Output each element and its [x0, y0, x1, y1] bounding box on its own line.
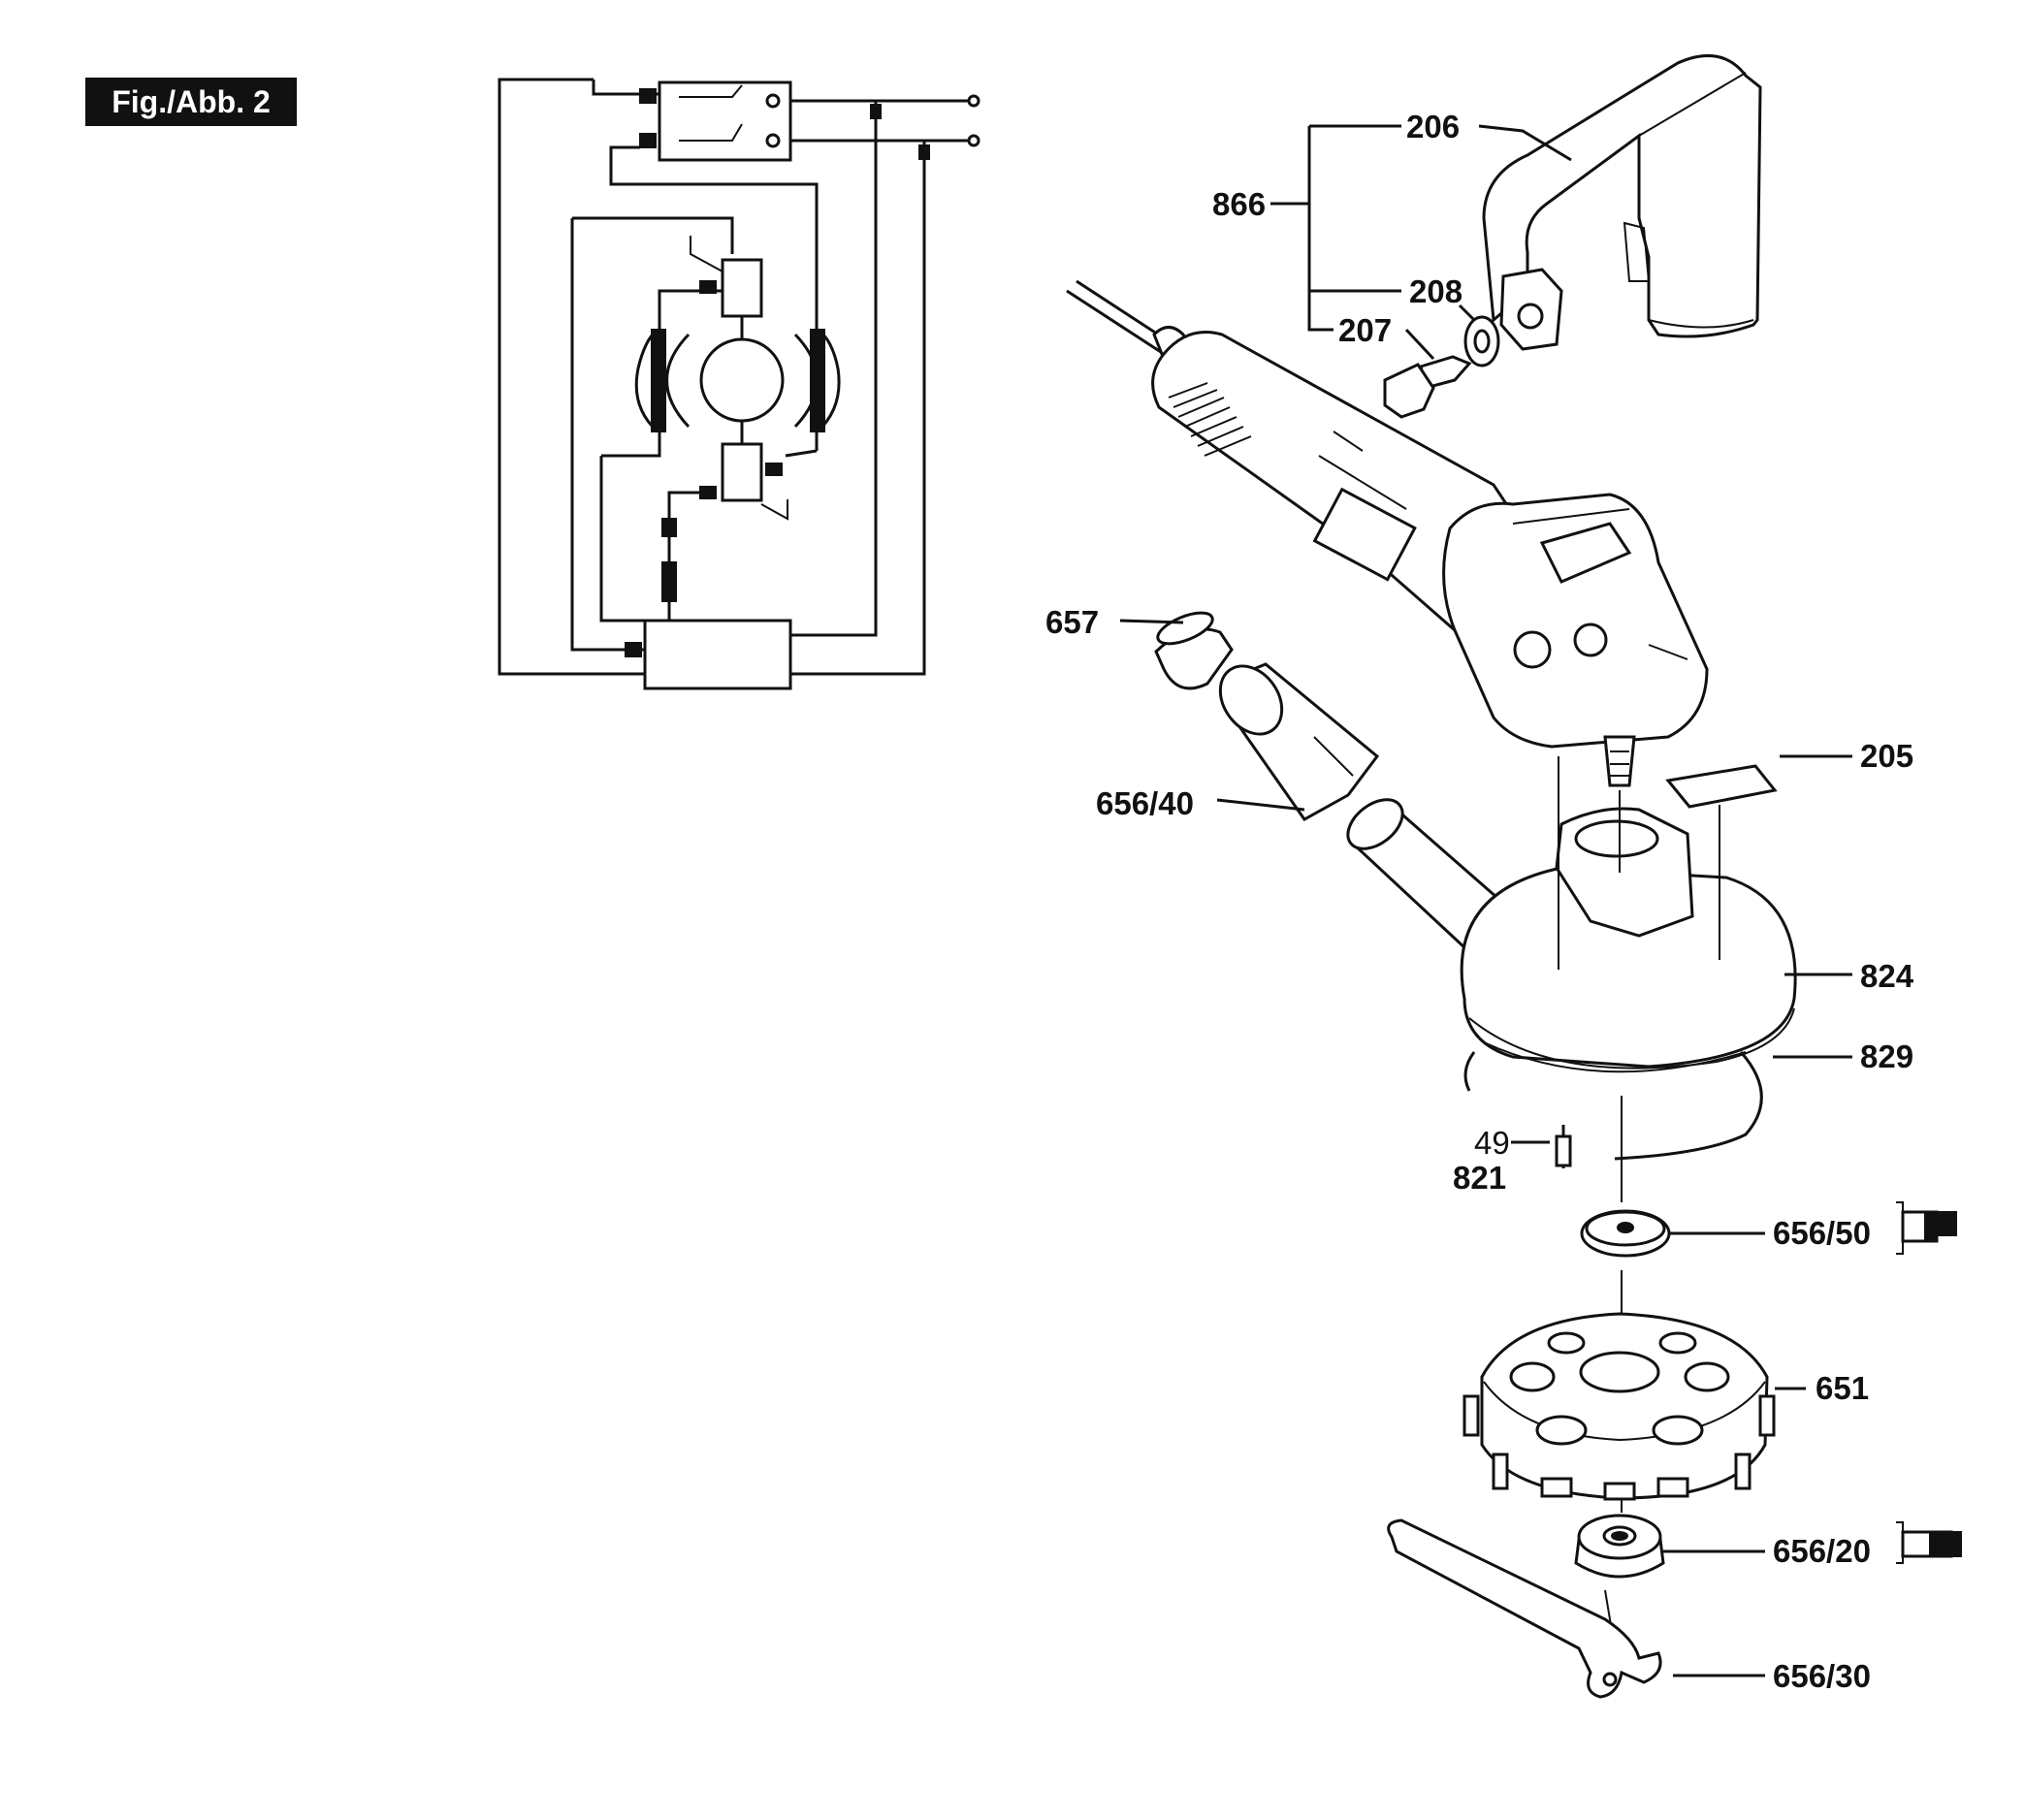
flange-symbol-icon	[1896, 1201, 1957, 1255]
diamond-cup-wheel	[1462, 1312, 1776, 1501]
adapter-reducer	[1154, 611, 1234, 690]
armature	[699, 337, 785, 423]
wiring-schematic	[498, 78, 980, 690]
interference-choke	[661, 518, 677, 537]
inner-flange	[1580, 1209, 1671, 1258]
part-656-50: 656/50	[1773, 1215, 1871, 1251]
warning-label	[1665, 764, 1778, 809]
brush-holder-top	[721, 258, 763, 318]
part-821: 821	[1453, 1160, 1507, 1196]
part-656-40: 656/40	[1096, 785, 1194, 821]
part-207: 207	[1338, 312, 1393, 348]
auxiliary-handle	[1482, 53, 1762, 351]
figure-label: Fig./Abb. 2	[85, 78, 297, 126]
flange-symbol-icon	[1896, 1521, 1962, 1564]
grinder-body	[1066, 279, 1709, 787]
bolt	[1383, 355, 1472, 419]
part-866: 866	[1212, 186, 1267, 222]
extraction-guard	[1346, 798, 1797, 1073]
suction-adapter	[1218, 662, 1380, 821]
field-coil-right	[810, 329, 825, 432]
two-pin-spanner	[1387, 1518, 1662, 1699]
part-656-20: 656/20	[1773, 1533, 1871, 1569]
part-829: 829	[1860, 1038, 1914, 1074]
part-656-30: 656/30	[1773, 1658, 1871, 1694]
electronic-module	[643, 619, 792, 690]
part-205: 205	[1860, 738, 1914, 774]
part-206: 206	[1406, 109, 1461, 144]
clamping-nut	[1574, 1514, 1665, 1579]
brush-ring	[1614, 1051, 1763, 1161]
part-657: 657	[1045, 604, 1100, 640]
field-coil-left	[651, 329, 666, 432]
screw	[1555, 1125, 1572, 1168]
part-49: 49	[1474, 1125, 1510, 1161]
part-651: 651	[1816, 1370, 1870, 1406]
part-208: 208	[1409, 273, 1463, 309]
brush-holder-bottom	[721, 442, 763, 502]
part-824: 824	[1860, 958, 1914, 994]
